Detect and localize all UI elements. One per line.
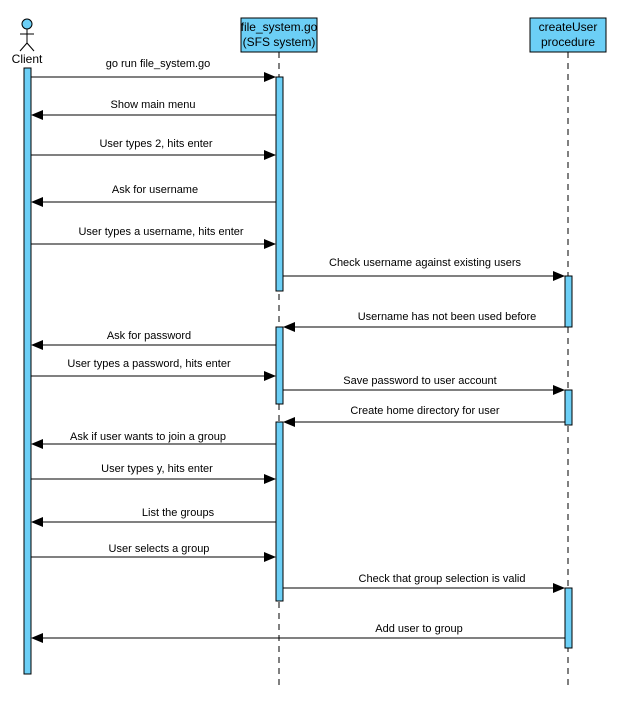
- activation-file-system-3: [275, 421, 284, 602]
- activation-file-system-2: [275, 326, 284, 405]
- message-label: User types a username, hits enter: [78, 226, 243, 238]
- message-label: Ask for password: [107, 330, 191, 342]
- participant-file-system: file_system.go (SFS system): [240, 17, 318, 53]
- participant-create-user: createUser procedure: [529, 17, 607, 53]
- message-label: Add user to group: [375, 623, 462, 635]
- file-system-label-line2: (SFS system): [243, 35, 316, 49]
- create-user-label-line2: procedure: [541, 35, 595, 49]
- message-label: Username has not been used before: [358, 311, 537, 323]
- activation-create-user-2: [564, 389, 573, 426]
- message-label: Show main menu: [111, 99, 196, 111]
- message-label: Ask for username: [112, 184, 198, 196]
- activation-file-system-1: [275, 76, 284, 292]
- client-label: Client: [12, 52, 43, 66]
- message-label: Create home directory for user: [350, 405, 500, 417]
- message-label: User types a password, hits enter: [67, 358, 231, 370]
- create-user-label-line1: createUser: [539, 20, 598, 34]
- message-label: Check username against existing users: [329, 257, 521, 269]
- message-label: List the groups: [142, 507, 215, 519]
- activation-create-user-1: [564, 275, 573, 328]
- message-label: go run file_system.go: [106, 58, 211, 70]
- activation-client: [23, 67, 32, 675]
- client-actor-icon: [19, 18, 35, 52]
- message-label: Ask if user wants to join a group: [70, 431, 226, 443]
- message-label: User selects a group: [109, 543, 210, 555]
- message-label: Check that group selection is valid: [359, 573, 526, 585]
- message-label: Save password to user account: [343, 375, 496, 387]
- activation-create-user-3: [564, 587, 573, 649]
- message-label: User types y, hits enter: [101, 463, 213, 475]
- file-system-label-line1: file_system.go: [241, 20, 318, 34]
- message-label: User types 2, hits enter: [99, 138, 212, 150]
